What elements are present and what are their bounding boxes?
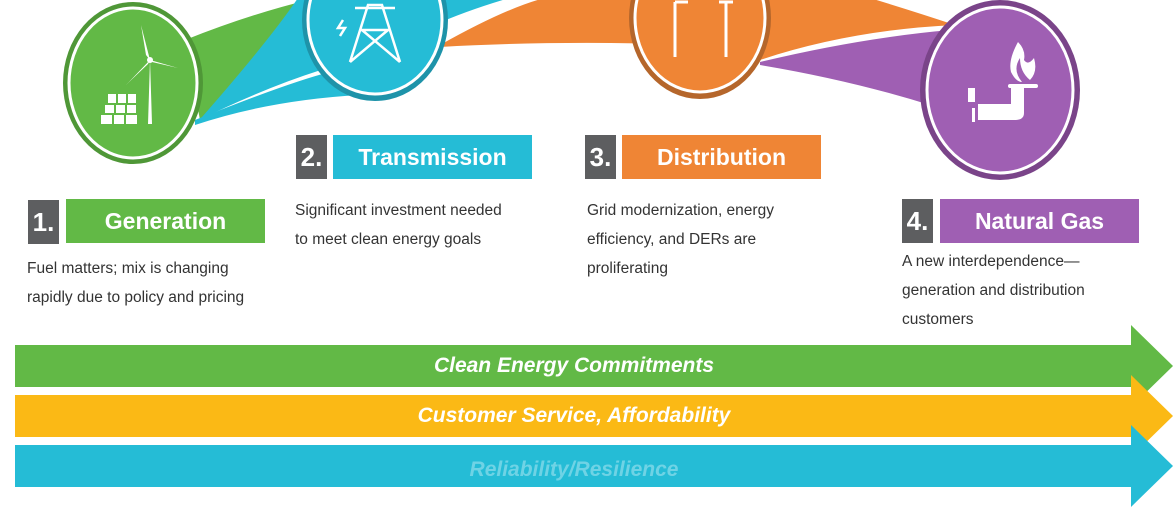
description-line: customers [902, 311, 974, 328]
step-2-description: Significant investment needed to meet cl… [295, 196, 502, 254]
step-4-title: Natural Gas [940, 199, 1139, 243]
transmission-circle [302, 0, 448, 101]
step-3-description: Grid modernization, energy efficiency, a… [587, 196, 774, 283]
description-line: A new interdependence— [902, 253, 1080, 270]
step-4-number: 4. [902, 199, 933, 243]
step-2-number: 2. [296, 135, 327, 179]
description-line: generation and distribution [902, 282, 1085, 299]
step-1-description: Fuel matters; mix is changing rapidly du… [27, 254, 244, 312]
utility-poles-icon [673, 0, 733, 57]
step-3-number: 3. [585, 135, 616, 179]
natural-gas-circle [920, 0, 1080, 180]
step-2-title: Transmission [333, 135, 532, 179]
description-line: Significant investment needed [295, 202, 502, 219]
description-line: Fuel matters; mix is changing [27, 260, 229, 277]
distribution-circle [629, 0, 771, 99]
wind-turbine-solar-icon [101, 25, 178, 124]
natural-gas-ribbon [760, 30, 950, 105]
customer-service-bar: Customer Service, Affordability [15, 395, 1133, 437]
description-line: Grid modernization, energy [587, 202, 774, 219]
transmission-tower-icon [335, 3, 402, 63]
description-line: efficiency, and DERs are [587, 231, 757, 248]
description-line: proliferating [587, 260, 668, 277]
generation-circle [63, 2, 203, 164]
description-line: rapidly due to policy and pricing [27, 289, 245, 306]
description-line: to meet clean energy goals [295, 231, 482, 248]
step-1-number: 1. [28, 200, 59, 244]
flow-ribbons [63, 0, 1080, 180]
gas-flame-pipe-icon [968, 42, 1038, 122]
arrowhead-icon [1131, 425, 1173, 507]
step-1-title: Generation [66, 199, 265, 243]
step-4-description: A new interdependence— generation and di… [902, 247, 1085, 334]
reliability-bar: Reliability/Resilience [15, 445, 1133, 487]
clean-energy-bar: Clean Energy Commitments [15, 345, 1133, 387]
step-3-title: Distribution [622, 135, 821, 179]
